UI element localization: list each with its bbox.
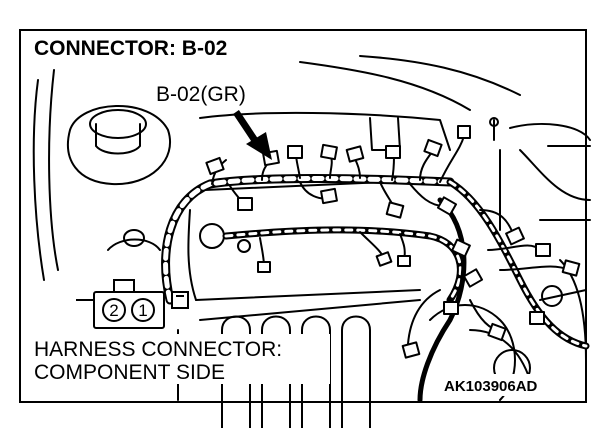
pin-2-circle [102,298,126,322]
callout-arrow [233,110,272,160]
pin-1-label: 1 [138,301,147,320]
diagram-title: CONNECTOR: B-02 [34,37,227,60]
pin-2-label: 2 [109,301,118,320]
view-caption-line2: COMPONENT SIDE [34,361,225,384]
connector-callout-label: B-02(GR) [156,83,246,106]
engine-artwork [32,55,591,428]
figure-code: AK103906AD [444,378,538,395]
harness-connectors [205,125,581,359]
b02-connector [171,291,189,309]
pin-1-circle [131,298,155,322]
wiring-harness [161,135,590,403]
pin-layout-diagram [76,279,165,329]
view-caption-line1: HARNESS CONNECTOR: [34,338,282,361]
